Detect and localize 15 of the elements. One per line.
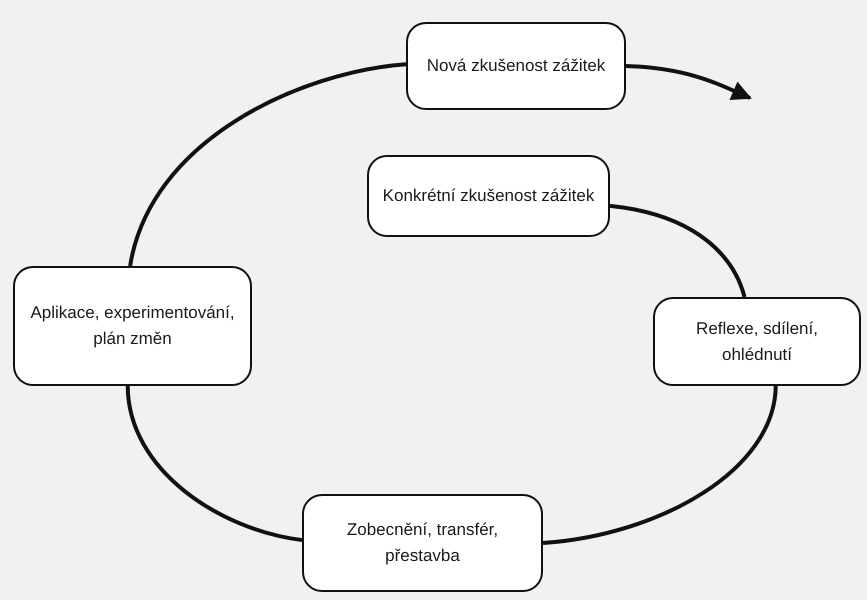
connector-line (610, 204, 746, 298)
box-label: Aplikace, experimentování, plán změn (29, 302, 236, 350)
box-label: Nová zkušenost zážitek (426, 55, 606, 77)
box-label: Zobecnění, transfér, přestavba (346, 519, 500, 567)
arrow (626, 64, 752, 100)
process-box (302, 494, 543, 592)
box-label: Reflexe, sdílení, ohlédnutí (695, 318, 819, 366)
connector-line (542, 386, 778, 545)
process-box (13, 266, 252, 386)
process-box (367, 155, 610, 237)
connector-line (126, 386, 302, 542)
process-box (653, 297, 861, 386)
process-box (406, 22, 626, 110)
box-label: Konkrétní zkušenost zážitek (382, 185, 594, 207)
connector-line (128, 62, 406, 266)
